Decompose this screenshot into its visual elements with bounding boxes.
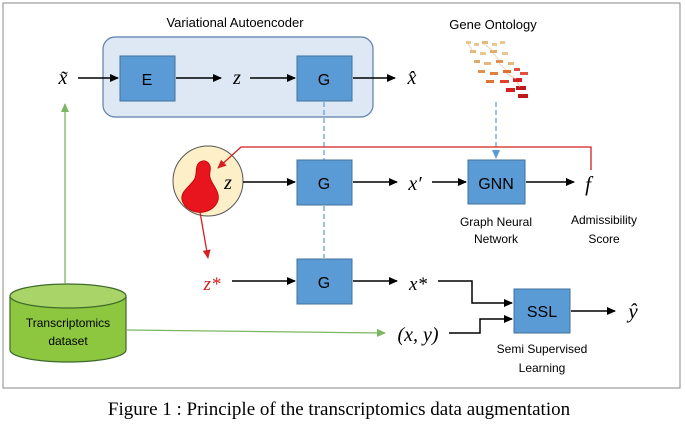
- dataset-label-line1: Transcriptomics: [26, 316, 110, 330]
- admissible-region-blob: [181, 160, 219, 213]
- arrow-dataset-to-xy: [126, 328, 386, 337]
- score-caption-line1: Admissibility: [571, 213, 637, 227]
- ssl-box: [513, 288, 571, 334]
- gnn-box: [467, 159, 526, 205]
- arrow-xstar-to-ssl: [438, 280, 513, 307]
- z-symbol: z: [232, 67, 241, 89]
- feedback-arrow-score-to-latent: [217, 146, 592, 170]
- z-star-symbol: z*: [203, 274, 221, 295]
- generator-box-1: [296, 55, 353, 102]
- xy-pair-symbol: (x, y): [397, 324, 438, 346]
- gene-ontology-graph-icon: [466, 41, 528, 98]
- gene-ontology-title: Gene Ontology: [449, 17, 537, 32]
- f-symbol: f: [585, 172, 594, 196]
- x-star-symbol: x*: [408, 274, 427, 295]
- encoder-label: E: [142, 72, 153, 89]
- transcriptomics-dataset-cylinder: [9, 283, 127, 363]
- z-latent-symbol: z: [223, 172, 232, 194]
- dataset-label-line2: dataset: [48, 334, 88, 348]
- generator-label-2: G: [318, 176, 330, 193]
- vae-title: Variational Autoencoder: [166, 15, 304, 30]
- ssl-caption-line1: Semi Supervised: [497, 342, 588, 356]
- encoder-box: [119, 55, 176, 102]
- generator-box-3: [296, 258, 353, 305]
- score-caption-line2: Score: [588, 232, 620, 246]
- x-hat-symbol: x̂: [407, 67, 417, 89]
- generator-label-3: G: [318, 275, 330, 292]
- arrow-xy-to-ssl: [449, 315, 513, 334]
- arrow-latent-to-zstar: [199, 211, 211, 259]
- gnn-caption-line2: Network: [474, 232, 519, 246]
- y-hat-symbol: ŷ: [626, 299, 638, 323]
- generator-box-2: [296, 159, 353, 206]
- x-tilde-symbol: x̃: [58, 67, 68, 89]
- ssl-caption-line2: Learning: [519, 361, 566, 375]
- generator-label-1: G: [318, 72, 330, 89]
- gnn-caption-line1: Graph Neural: [460, 215, 532, 229]
- figure-caption: Figure 1 : Principle of the transcriptom…: [108, 399, 571, 420]
- ssl-label: SSL: [527, 304, 557, 321]
- gnn-label: GNN: [478, 176, 514, 193]
- x-prime-symbol: x′: [407, 173, 422, 195]
